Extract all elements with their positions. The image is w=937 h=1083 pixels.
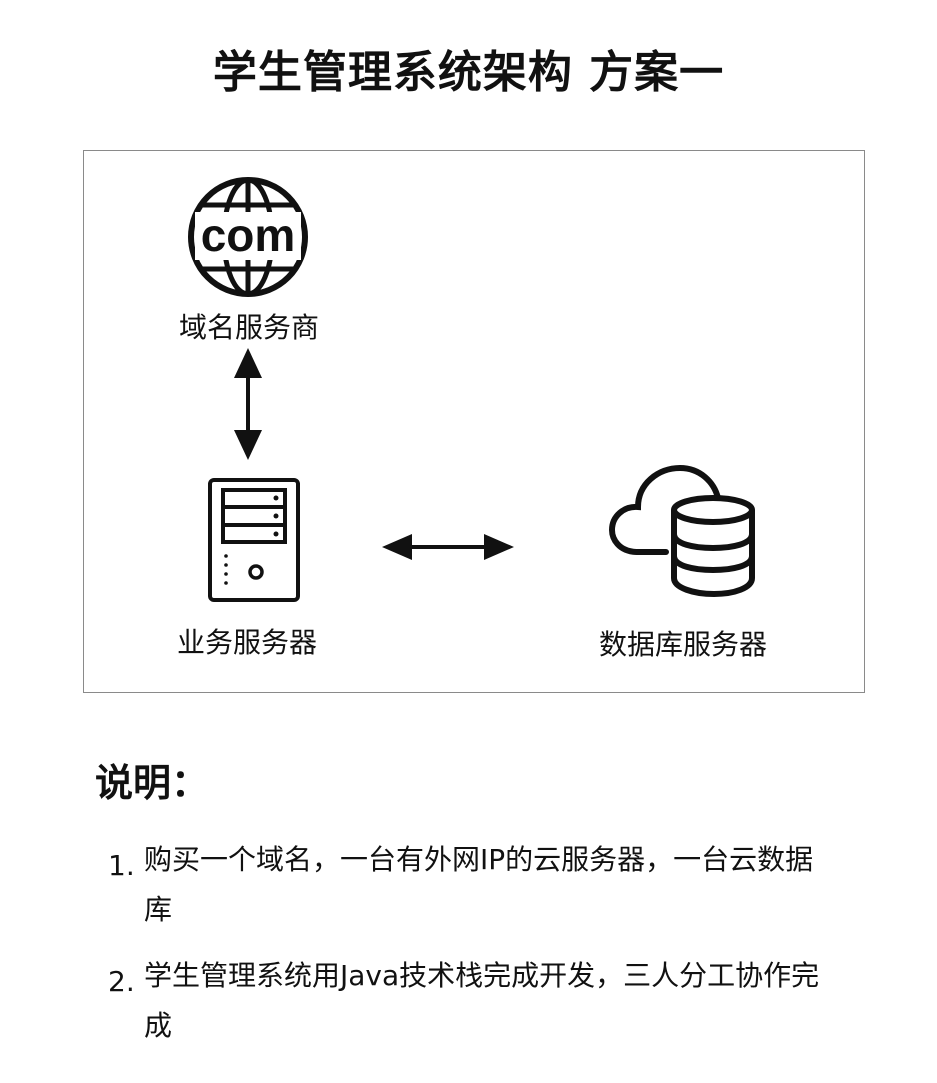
horizontal-bidirectional-arrow (382, 534, 514, 560)
globe-com-icon: com (188, 177, 308, 297)
server-tower-icon (208, 478, 300, 602)
note-item-1: 1. 购买一个域名，一台有外网IP的云服务器，一台云数据库 (108, 835, 828, 935)
page-title: 学生管理系统架构 方案一 (212, 47, 725, 98)
note-text: 购买一个域名，一台有外网IP的云服务器，一台云数据库 (144, 843, 814, 926)
cloud-database-icon (608, 464, 755, 598)
db-server-label: 数据库服务器 (598, 628, 767, 661)
note-number: 2. (108, 965, 135, 998)
notes-list: 1. 购买一个域名，一台有外网IP的云服务器，一台云数据库 2. 学生管理系统用… (108, 835, 828, 1067)
note-number: 1. (108, 849, 135, 882)
note-text: 学生管理系统用Java技术栈完成开发，三人分工协作完成 (144, 959, 820, 1042)
domain-provider-label: 域名服务商 (178, 311, 319, 344)
app-server-label: 业务服务器 (176, 626, 317, 659)
notes-title: 说明： (95, 761, 210, 805)
globe-com-text: com (201, 209, 296, 261)
architecture-diagram-frame (83, 150, 865, 693)
note-item-2: 2. 学生管理系统用Java技术栈完成开发，三人分工协作完成 (108, 951, 828, 1051)
vertical-bidirectional-arrow (234, 348, 262, 460)
